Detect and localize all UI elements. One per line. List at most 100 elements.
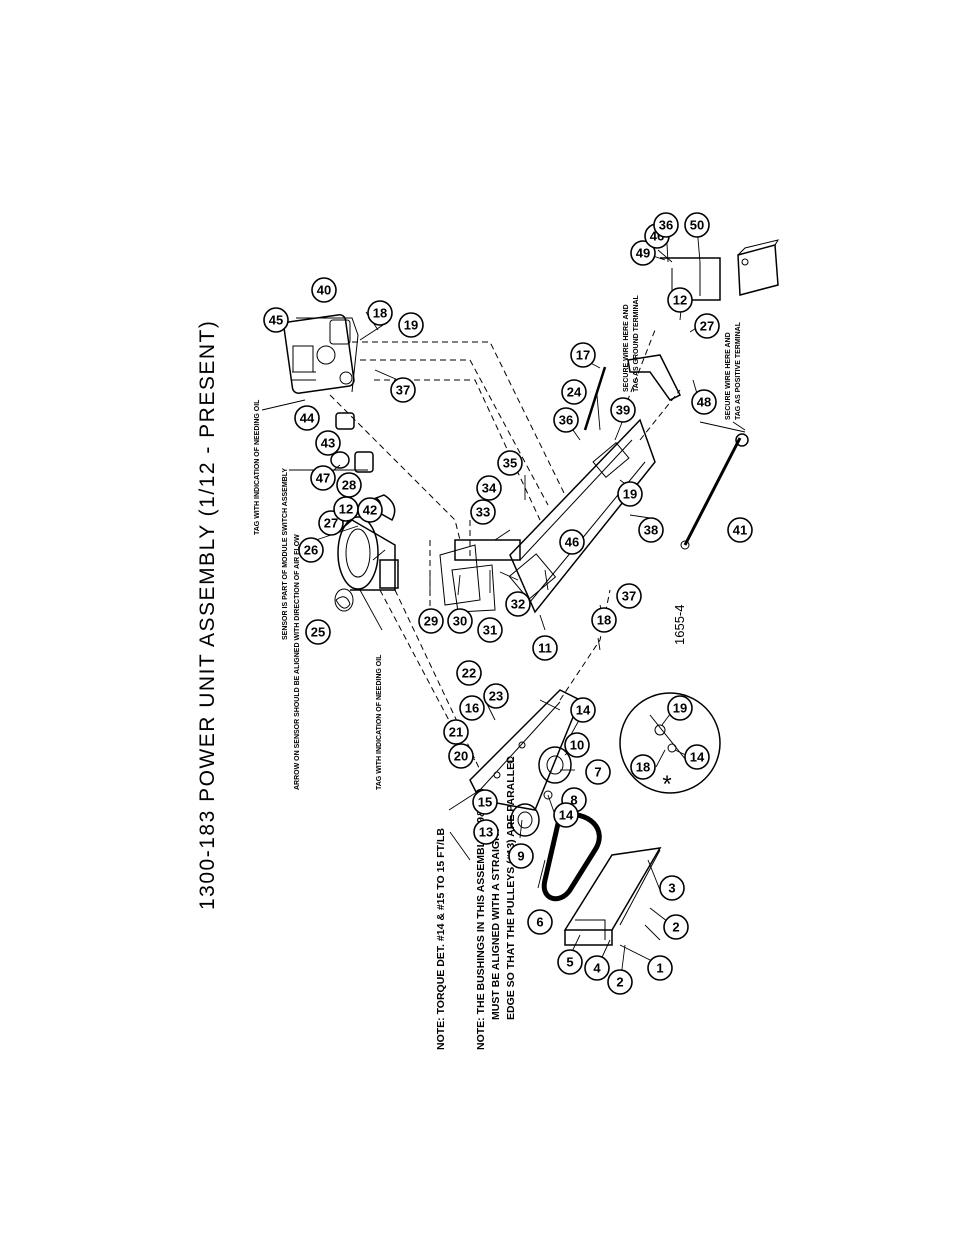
callout-bubble: 49 <box>630 240 656 266</box>
callout-number: 37 <box>396 383 410 398</box>
callout-number: 16 <box>465 701 479 716</box>
callout-bubble: 26 <box>298 537 324 563</box>
sensor-part-label: SENSOR IS PART OF MODULE SWITCH ASSEMBLY <box>282 468 289 640</box>
callout-bubble: 2 <box>663 914 689 940</box>
callout-number: 19 <box>623 487 637 502</box>
callout-bubble: 41 <box>727 517 753 543</box>
detail-circle <box>619 692 721 794</box>
callout-number: 36 <box>659 218 673 233</box>
callout-number: 43 <box>321 436 335 451</box>
callout-bubble: 34 <box>476 475 502 501</box>
callout-number: 25 <box>311 625 325 640</box>
base-tray-drawing <box>563 847 662 946</box>
frame-drawing <box>439 418 656 614</box>
callout-number: 34 <box>482 481 497 496</box>
callout-bubble: 3 <box>659 875 685 901</box>
callout-number: 9 <box>517 849 524 864</box>
callout-bubble: 4 <box>584 955 610 981</box>
callout-number: 19 <box>404 318 418 333</box>
callout-number: 18 <box>597 613 611 628</box>
callout-number: 20 <box>454 749 468 764</box>
callout-bubble: 44 <box>294 405 320 431</box>
callout-number: 47 <box>316 471 330 486</box>
callout-number: 4 <box>593 961 601 976</box>
callout-number: 27 <box>700 319 714 334</box>
battery-drawing <box>627 239 780 401</box>
cable-drawing <box>583 366 749 550</box>
tag-oil-pump-label: TAG WITH INDICATION OF NEEDING OIL <box>376 654 383 790</box>
callout-bubble: 12 <box>333 496 359 522</box>
callout-bubble: 45 <box>263 307 289 333</box>
callout-number: 2 <box>616 975 623 990</box>
callout-number: 33 <box>476 505 490 520</box>
callout-number: 12 <box>339 502 353 517</box>
callout-number: 28 <box>342 478 356 493</box>
arrow-sensor-label: ARROW ON SENSOR SHOULD BE ALIGNED WITH D… <box>294 534 301 790</box>
callout-bubble: 2 <box>607 969 633 995</box>
callout-bubble: 21 <box>443 719 469 745</box>
callout-bubble: 14 <box>553 802 579 828</box>
callout-number: 22 <box>462 666 476 681</box>
callout-number: 27 <box>324 516 338 531</box>
callout-bubble: 19 <box>398 312 424 338</box>
callout-number: 14 <box>576 703 591 718</box>
bushing-note-line-3: EDGE SO THAT THE PULLEYS (#13) ARE PARAL… <box>505 756 517 1020</box>
callout-bubble: 13 <box>473 819 499 845</box>
callout-bubble: 6 <box>527 909 553 935</box>
callout-bubble: 20 <box>448 743 474 769</box>
part-callouts: 45 40 18 19 37 44 43 47 28 27 12 42 26 2… <box>263 212 753 995</box>
callout-bubble: 37 <box>390 377 416 403</box>
callout-bubble: 5 <box>557 949 583 975</box>
callout-number: 29 <box>424 614 438 629</box>
callout-number: 7 <box>594 765 601 780</box>
engine-drawing <box>283 314 359 394</box>
callout-number: 24 <box>567 385 582 400</box>
callout-bubble: 11 <box>532 635 558 661</box>
callout-number: 14 <box>690 750 705 765</box>
detail-asterisk: * <box>662 771 671 798</box>
callout-number: 11 <box>538 641 552 656</box>
callout-bubble: 35 <box>497 450 523 476</box>
callout-bubble: 31 <box>477 617 503 643</box>
callout-number: 35 <box>503 456 517 471</box>
callout-bubble: 14 <box>570 697 596 723</box>
callout-bubble: 46 <box>559 529 585 555</box>
callout-number: 36 <box>559 413 573 428</box>
callout-bubble: 33 <box>470 499 496 525</box>
callout-bubble: 50 <box>684 212 710 238</box>
callout-bubble: 37 <box>616 583 642 609</box>
callout-bubble: 43 <box>315 430 341 456</box>
callout-number: 18 <box>373 306 387 321</box>
callout-bubble: 24 <box>561 379 587 405</box>
callout-bubble: 36 <box>553 407 579 433</box>
callout-bubble: 7 <box>585 759 611 785</box>
callout-number: 49 <box>636 246 650 261</box>
diagram-title: 1300-183 POWER UNIT ASSEMBLY (1/12 - PRE… <box>196 320 219 910</box>
callout-bubble: 22 <box>456 660 482 686</box>
callout-number: 42 <box>363 503 377 518</box>
callout-number: 19 <box>673 701 687 716</box>
callout-bubble: 25 <box>305 619 331 645</box>
callout-number: 10 <box>570 738 584 753</box>
callout-number: 48 <box>697 395 711 410</box>
drawing-number: 1655-4 <box>672 605 687 645</box>
callout-bubble: 19 <box>667 695 693 721</box>
callout-bubble: 38 <box>638 517 664 543</box>
callout-number: 23 <box>489 689 503 704</box>
callout-bubble: 40 <box>311 277 337 303</box>
pulley-belt-drawing <box>510 746 602 902</box>
callout-number: 17 <box>576 348 590 363</box>
callout-bubble: 18 <box>367 300 393 326</box>
callout-number: 15 <box>478 795 492 810</box>
callout-bubble: 32 <box>505 591 531 617</box>
callout-number: 40 <box>317 283 331 298</box>
bushing-note-line-2: MUST BE ALIGNED WITH A STRAIGHT <box>490 826 502 1020</box>
callout-bubble: 42 <box>357 497 383 523</box>
tag-oil-engine-label: TAG WITH INDICATION OF NEEDING OIL <box>254 399 261 535</box>
callout-number: 21 <box>449 725 463 740</box>
callout-number: 8 <box>570 793 577 808</box>
callout-number: 12 <box>673 293 687 308</box>
callout-bubble: 29 <box>418 608 444 634</box>
callout-number: 50 <box>690 218 704 233</box>
